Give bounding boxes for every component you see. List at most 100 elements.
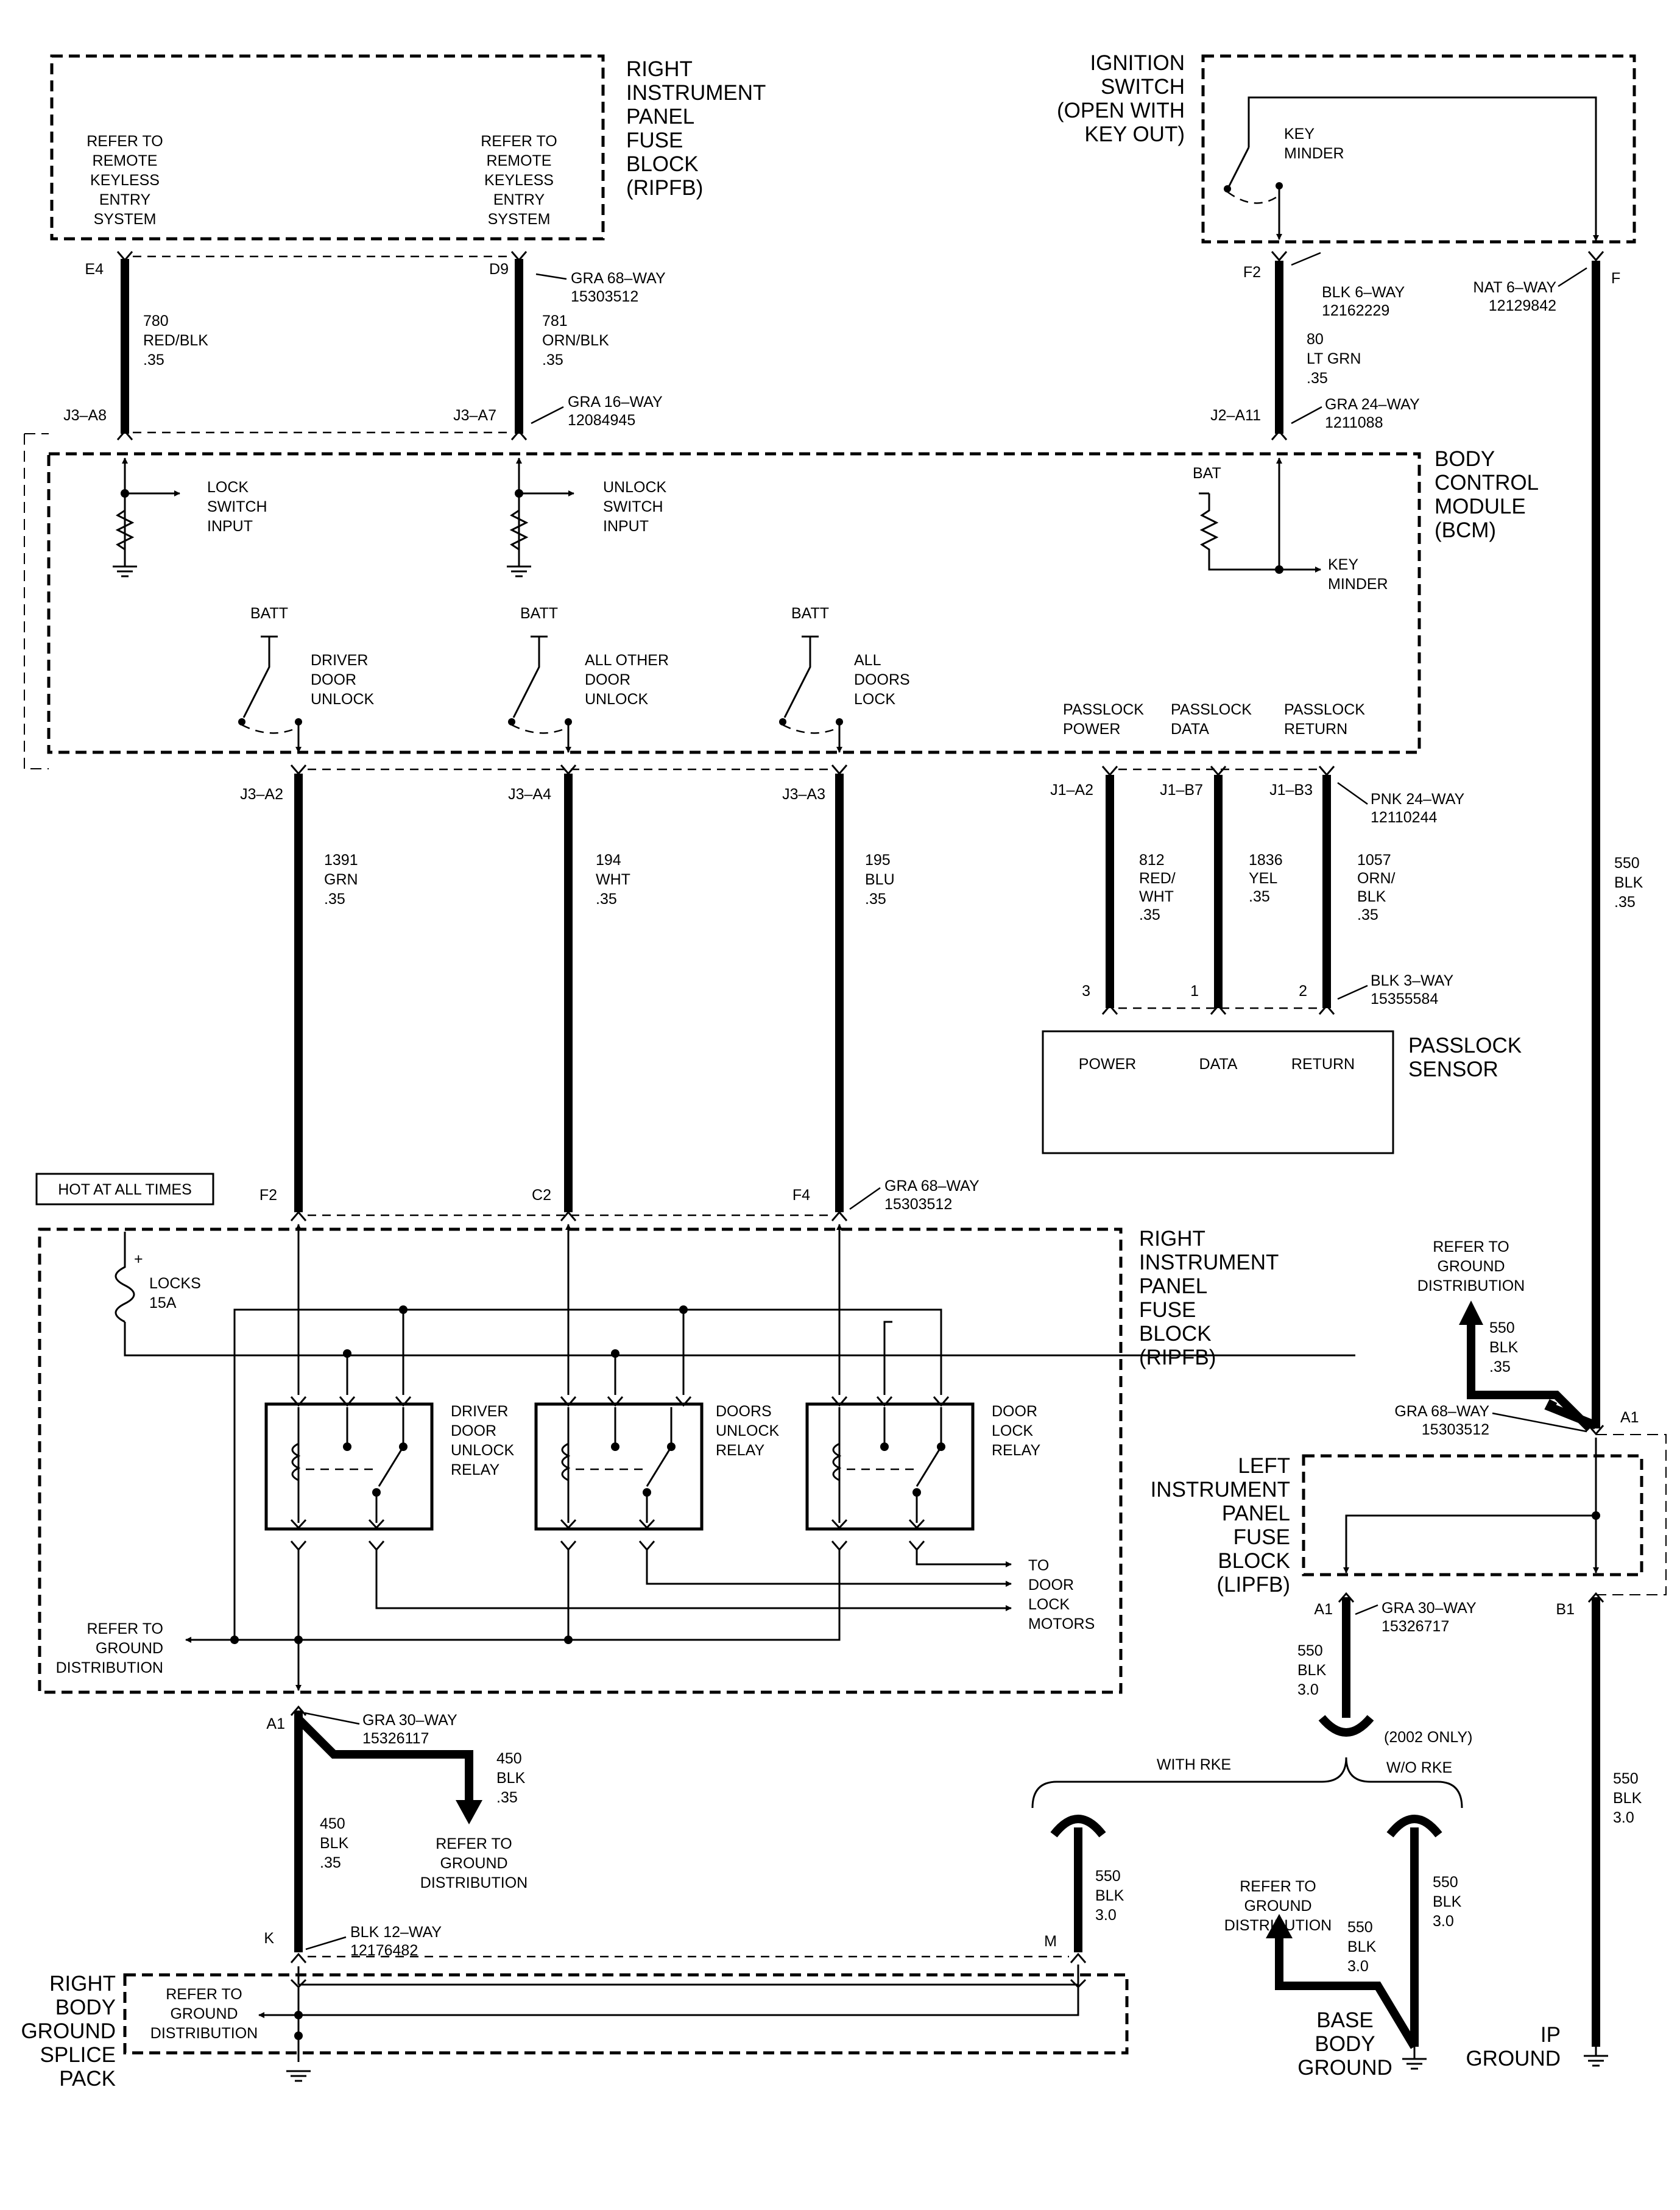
text-line: MODULE xyxy=(1435,495,1526,518)
pin-a1-lipfb-top: A1 xyxy=(1620,1409,1639,1426)
text-line: REFER TO xyxy=(436,1835,512,1852)
wire-550-base xyxy=(1275,1934,1419,2049)
text-line: PNK 24–WAY xyxy=(1371,791,1465,808)
leader-gra16 xyxy=(531,406,564,425)
text-line: RETURN xyxy=(1284,721,1347,738)
text-line: REFER TO xyxy=(166,1986,242,2003)
pin-f: F xyxy=(1611,270,1620,287)
splice-ground-icon xyxy=(286,2070,311,2082)
lipfb-bottom-terminals xyxy=(1338,1592,1604,1603)
relay2-contact-a xyxy=(611,1442,619,1451)
text-line: DRIVER xyxy=(451,1403,508,1420)
relay1-contact-a xyxy=(343,1442,351,1451)
text-line: (RIPFB) xyxy=(626,176,703,200)
locks-fuse-icon xyxy=(115,1232,135,1323)
text-line: 550 xyxy=(1433,1874,1458,1891)
ignition-feed-line xyxy=(1248,96,1599,241)
ignition-switch-outline xyxy=(1201,54,1636,244)
text-line: (LIPFB) xyxy=(1216,1573,1290,1597)
feed-drops xyxy=(346,1354,886,1395)
text-line: 15A xyxy=(149,1294,177,1312)
connector-mark-j3a2 xyxy=(290,764,307,775)
text-line: GROUND xyxy=(1244,1898,1311,1915)
relay3-contact-b xyxy=(937,1442,945,1451)
batt-label-2: BATT xyxy=(520,605,558,622)
pin-j3a4: J3–A4 xyxy=(508,786,551,803)
text-line: FUSE xyxy=(1139,1298,1196,1322)
text-line: BLK 6–WAY xyxy=(1322,284,1405,301)
text-line: UNLOCK xyxy=(311,691,375,708)
text-line: GROUND xyxy=(1466,2047,1561,2071)
other-unlock-dash xyxy=(511,724,563,734)
text-line: (RIPFB) xyxy=(1139,1346,1216,1369)
splice-node-1 xyxy=(294,2011,303,2019)
leader-gra30 xyxy=(304,1712,360,1725)
text-line: KEY OUT) xyxy=(1084,122,1185,146)
relay1-contacts xyxy=(346,1407,404,1530)
relay1-top-terminals xyxy=(290,1396,412,1407)
text-line: GROUND xyxy=(21,2019,116,2043)
connector-mark-pin3 xyxy=(1101,1004,1118,1015)
bus-upper xyxy=(233,1308,942,1640)
pin-e4: E4 xyxy=(85,261,104,278)
keyminder-pivot xyxy=(1224,185,1231,192)
text-line: 1057 xyxy=(1357,852,1391,869)
ground-bus xyxy=(189,1550,841,1681)
text-line: .35 xyxy=(320,1854,341,1871)
text-line: BODY xyxy=(1435,447,1495,471)
text-line: LOCK xyxy=(992,1422,1033,1439)
pin-a1-bottom: A1 xyxy=(266,1715,285,1732)
text-line: 15326117 xyxy=(362,1730,429,1747)
text-line: BLK xyxy=(1357,888,1386,905)
base-ground-icon xyxy=(1402,2047,1427,2070)
pin-m: M xyxy=(1044,1933,1057,1950)
unlock-input-resistor xyxy=(509,506,529,567)
text-line: 550 xyxy=(1347,1919,1373,1936)
text-line: .35 xyxy=(1357,906,1378,923)
text-line: GROUND xyxy=(440,1855,507,1872)
text-line: 550 xyxy=(1095,1868,1121,1885)
with-rke-label: WITH RKE xyxy=(1157,1756,1231,1773)
text-line: BLK xyxy=(1297,1662,1327,1679)
wire-550-ground-branch xyxy=(1467,1316,1593,1432)
passlock-sensor-return: RETURN xyxy=(1291,1056,1355,1073)
branch-arrow-icon xyxy=(456,1800,482,1824)
feed-node-2 xyxy=(611,1349,619,1358)
pin-f2-top: F2 xyxy=(1243,264,1261,281)
unlock-input-ground-icon xyxy=(507,565,531,577)
lipfb-right-bracket xyxy=(1596,1434,1667,1595)
text-line: 80 xyxy=(1307,331,1324,348)
text-line: UNLOCK xyxy=(451,1442,515,1459)
wire-550-with-rke xyxy=(1050,1815,1106,1952)
keyminder-switch-blade xyxy=(1228,147,1250,186)
leader-gra30-lipfb xyxy=(1355,1604,1378,1615)
passlock-sensor-data: DATA xyxy=(1199,1056,1238,1073)
text-line: RIGHT xyxy=(49,1972,116,1996)
text-line: 12176482 xyxy=(350,1942,418,1959)
text-line: LT GRN xyxy=(1307,350,1361,367)
connector-mark-f2-bottom xyxy=(290,1210,307,1221)
text-line: GRA 30–WAY xyxy=(362,1712,457,1729)
lipfb-internal xyxy=(1345,1438,1597,1569)
text-line: BLK 3–WAY xyxy=(1371,972,1453,989)
pin-1: 1 xyxy=(1190,983,1199,1000)
connector-mark-j3a7 xyxy=(510,429,528,440)
text-line: RED/ xyxy=(1139,870,1176,887)
text-line: PASSLOCK xyxy=(1171,701,1252,718)
batt-label-3: BATT xyxy=(791,605,829,622)
